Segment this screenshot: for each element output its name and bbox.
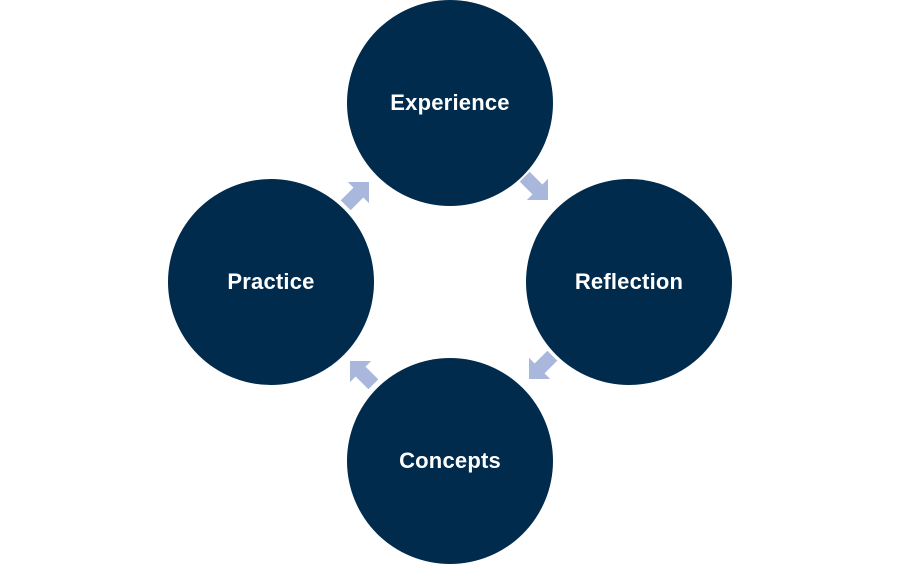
node-reflection-label: Reflection <box>574 269 684 294</box>
node-practice-label: Practice <box>227 269 315 294</box>
node-experience-label: Experience <box>390 90 510 115</box>
node-concepts: Concepts <box>347 358 553 564</box>
node-experience: Experience <box>347 0 553 206</box>
node-practice: Practice <box>168 179 374 385</box>
node-reflection: Reflection <box>526 179 732 385</box>
node-concepts-label: Concepts <box>399 448 501 473</box>
